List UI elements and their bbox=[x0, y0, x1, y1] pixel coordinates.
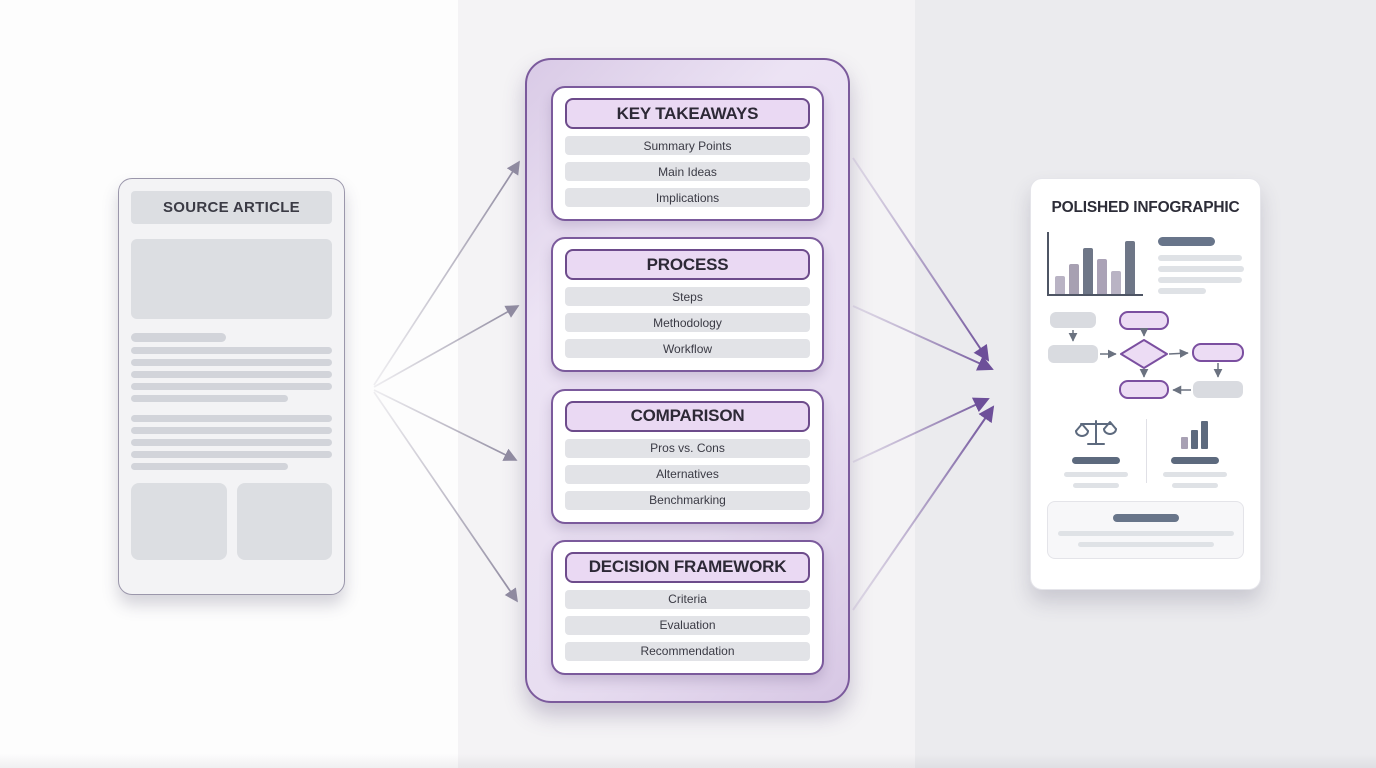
section-item: Benchmarking bbox=[565, 490, 810, 510]
article-text-line bbox=[131, 359, 332, 366]
infographic-card: POLISHED INFOGRAPHIC bbox=[1030, 178, 1261, 590]
source-article-card: SOURCE ARTICLE bbox=[118, 178, 345, 595]
article-thumbnails bbox=[131, 483, 332, 560]
section-comparison: COMPARISON Pros vs. Cons Alternatives Be… bbox=[551, 388, 824, 524]
flow-node-gray bbox=[1048, 345, 1098, 363]
section-key-takeaways-header: KEY TAKEAWAYS bbox=[565, 98, 810, 129]
mini-bar bbox=[1069, 264, 1079, 294]
article-text-line bbox=[131, 395, 288, 402]
infographic-chart-row bbox=[1047, 232, 1244, 296]
section-item: Criteria bbox=[565, 589, 810, 609]
mini-bar bbox=[1111, 271, 1121, 294]
flow-connectors bbox=[1068, 327, 1223, 395]
scales-column bbox=[1047, 417, 1146, 488]
section-item: Summary Points bbox=[565, 136, 810, 155]
caption-light-line bbox=[1158, 255, 1242, 261]
flow-node-purple bbox=[1119, 311, 1169, 330]
article-text-line bbox=[131, 415, 332, 422]
article-heading-line bbox=[131, 333, 226, 342]
mini-bar bbox=[1055, 276, 1065, 294]
column-divider bbox=[1145, 419, 1147, 483]
flow-node-gray bbox=[1193, 381, 1243, 398]
section-key-takeaways: KEY TAKEAWAYS Summary Points Main Ideas … bbox=[551, 86, 824, 221]
section-item: Implications bbox=[565, 188, 810, 207]
mini-flowchart bbox=[1047, 310, 1244, 407]
summary-light-line bbox=[1057, 530, 1234, 536]
article-text-line bbox=[131, 371, 332, 378]
section-item: Pros vs. Cons bbox=[565, 438, 810, 458]
article-thumbnail bbox=[236, 483, 332, 560]
section-item: Methodology bbox=[565, 313, 810, 333]
section-item: Evaluation bbox=[565, 615, 810, 635]
section-decision-framework-header: DECISION FRAMEWORK bbox=[565, 551, 810, 583]
section-item: Main Ideas bbox=[565, 162, 810, 181]
section-comparison-header: COMPARISON bbox=[565, 400, 810, 432]
article-text-line bbox=[131, 347, 332, 354]
section-item: Workflow bbox=[565, 339, 810, 359]
column-light-line bbox=[1171, 483, 1218, 488]
column-dark-line bbox=[1170, 457, 1219, 464]
article-text-line bbox=[131, 383, 332, 390]
section-process-header: PROCESS bbox=[565, 249, 810, 281]
mini-bar bbox=[1083, 248, 1093, 294]
mini-bar bbox=[1097, 259, 1107, 294]
section-process: PROCESS Steps Methodology Workflow bbox=[551, 237, 824, 373]
bottom-shade bbox=[0, 754, 1376, 768]
article-thumbnail bbox=[131, 483, 227, 560]
caption-light-line bbox=[1158, 277, 1242, 283]
source-article-title: SOURCE ARTICLE bbox=[131, 191, 332, 224]
growth-column bbox=[1146, 417, 1245, 488]
bar-chart-icon bbox=[1180, 421, 1208, 449]
section-item: Steps bbox=[565, 287, 810, 307]
flow-node-purple bbox=[1119, 380, 1169, 399]
caption-light-line bbox=[1158, 288, 1206, 294]
section-decision-framework: DECISION FRAMEWORK Criteria Evaluation R… bbox=[551, 539, 824, 675]
summary-box bbox=[1047, 501, 1244, 559]
flowchart-graphic bbox=[1048, 311, 1244, 399]
column-light-line bbox=[1073, 483, 1120, 488]
scales-icon bbox=[1075, 420, 1118, 445]
flow-node-purple bbox=[1192, 343, 1244, 362]
caption-dark-line bbox=[1158, 237, 1215, 246]
section-item: Alternatives bbox=[565, 464, 810, 484]
column-dark-line bbox=[1072, 457, 1121, 464]
chart-caption-lines bbox=[1158, 232, 1244, 294]
column-light-line bbox=[1162, 472, 1227, 477]
mini-bar bbox=[1125, 241, 1135, 294]
article-text-line bbox=[131, 451, 332, 458]
flow-node-gray bbox=[1050, 312, 1096, 328]
article-text-line bbox=[131, 427, 332, 434]
flow-decision-diamond bbox=[1120, 339, 1168, 369]
article-text-line bbox=[131, 463, 288, 470]
extraction-panel: KEY TAKEAWAYS Summary Points Main Ideas … bbox=[525, 58, 850, 703]
summary-dark-line bbox=[1112, 513, 1179, 522]
column-light-line bbox=[1064, 472, 1129, 477]
icon-columns bbox=[1047, 417, 1244, 488]
summary-light-line bbox=[1077, 541, 1214, 547]
infographic-title: POLISHED INFOGRAPHIC bbox=[1051, 199, 1240, 216]
mini-bar-chart bbox=[1047, 232, 1143, 296]
caption-light-line bbox=[1158, 266, 1244, 272]
article-image-placeholder bbox=[131, 239, 332, 319]
article-text-line bbox=[131, 439, 332, 446]
section-item: Recommendation bbox=[565, 641, 810, 661]
